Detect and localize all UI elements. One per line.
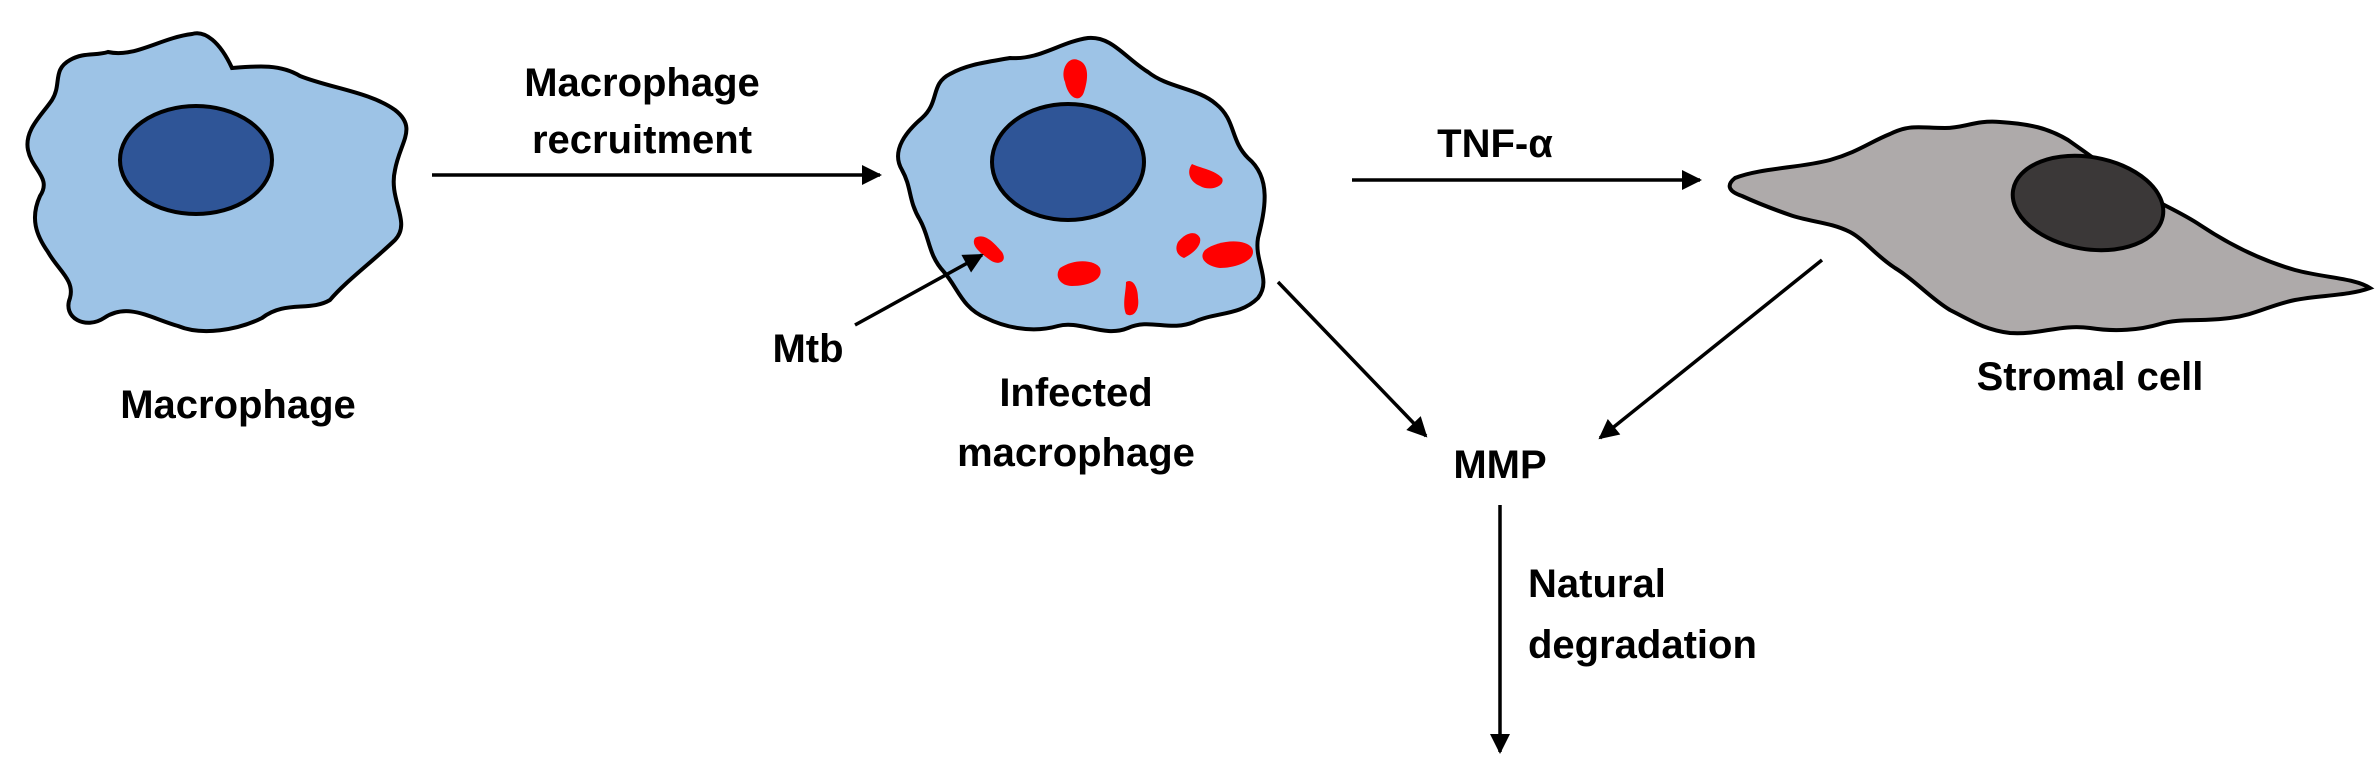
tnf-label: TNF-α <box>1437 122 1553 166</box>
mtb-bacterium <box>1063 59 1088 99</box>
stromal-cell <box>1727 119 2375 336</box>
mtb-label: Mtb <box>772 327 843 371</box>
labels: Macrophage Macrophage recruitment Mtb In… <box>120 61 2203 667</box>
recruitment-label-line1: Macrophage <box>524 61 760 105</box>
degradation-label-line1: Natural <box>1528 562 1666 606</box>
stromal-label: Stromal cell <box>1977 355 2204 399</box>
arrows <box>432 165 1824 754</box>
mtb-bacterium <box>1124 280 1139 316</box>
degradation-label-line2: degradation <box>1528 623 1757 667</box>
infected-label-line2: macrophage <box>957 431 1195 475</box>
mtb-bacteria <box>973 59 1254 316</box>
infected-label-line1: Infected <box>999 371 1152 415</box>
infected-macrophage-cell <box>896 35 1267 334</box>
mtb-bacterium <box>1057 261 1101 286</box>
mtb-bacterium <box>1176 233 1201 258</box>
macrophage-cell <box>25 31 409 333</box>
mmp-label: MMP <box>1453 443 1546 487</box>
recruitment-label-line2: recruitment <box>532 118 752 162</box>
macrophage-nucleus <box>118 104 274 216</box>
mtb-bacterium <box>1189 164 1223 189</box>
mtb-bacterium <box>1202 241 1254 268</box>
stromal-nucleus <box>2010 153 2166 253</box>
macrophage-label: Macrophage <box>120 383 356 427</box>
mtb-pointer-arrow <box>854 253 984 327</box>
infected-to-mmp-arrow <box>1276 280 1428 438</box>
stromal-to-mmp-arrow <box>1598 258 1824 440</box>
mtb-bacterium <box>973 236 1004 263</box>
infected-nucleus <box>990 102 1146 222</box>
